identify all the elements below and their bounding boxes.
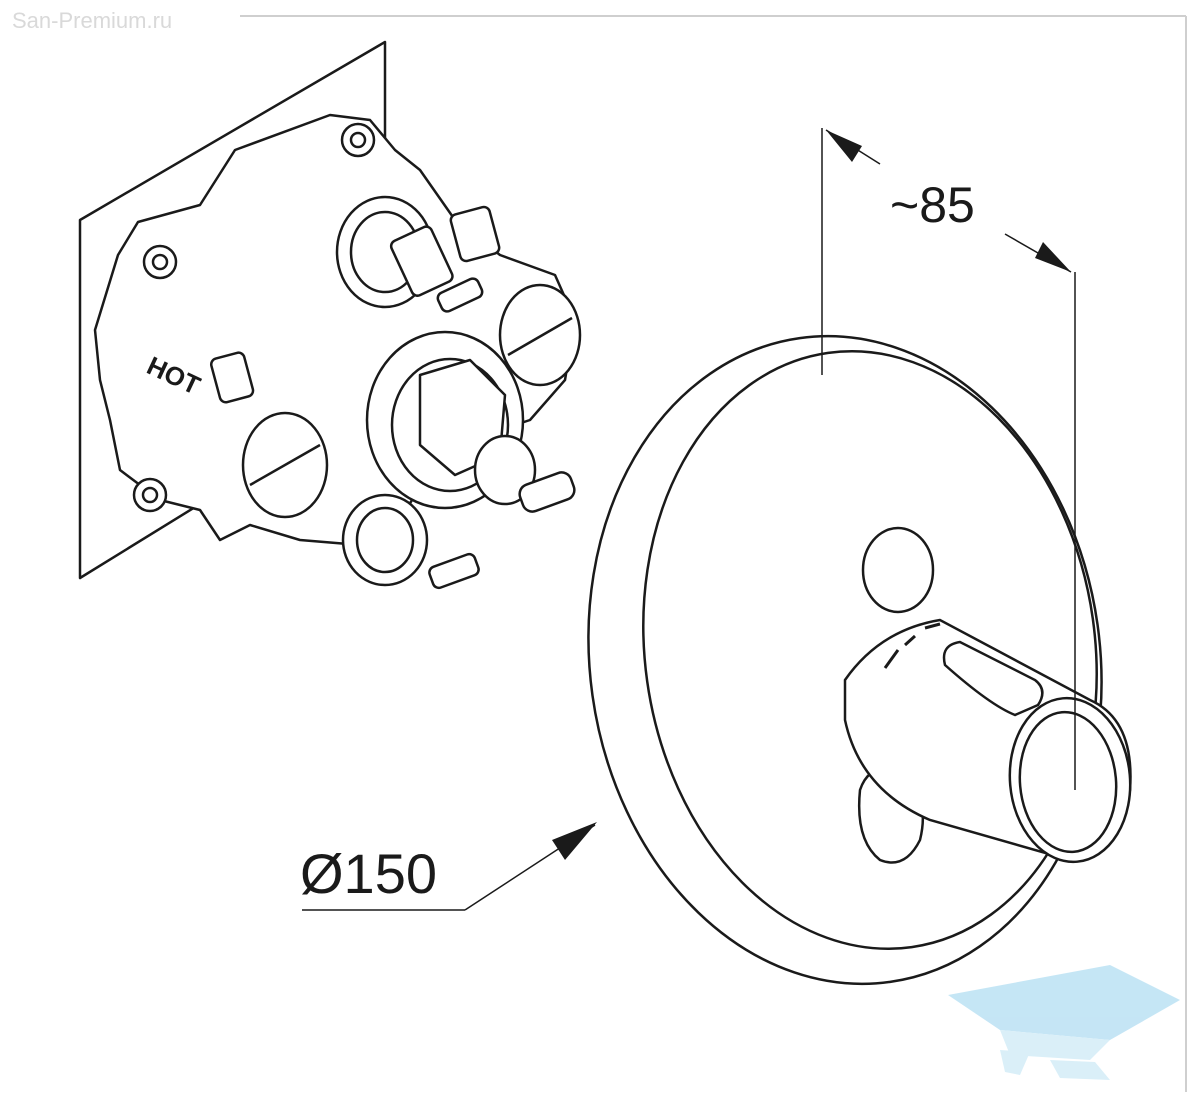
diverter-hole <box>861 526 935 614</box>
knob-scale-marks <box>883 622 941 669</box>
cartridge-spindle <box>518 471 576 513</box>
knob-pointer <box>942 640 1044 717</box>
lower-spindle <box>428 552 480 590</box>
arrowhead-right <box>1035 242 1071 272</box>
depth-label: ~85 <box>890 177 975 233</box>
watermark-site-text: San-Premium.ru <box>12 8 173 33</box>
trim-plate-assembly <box>587 334 1132 986</box>
page-frame <box>240 15 1187 1092</box>
diameter-dimension: Ø150 <box>300 822 597 911</box>
arrowhead-left <box>826 130 862 162</box>
right-screw-plug <box>498 283 582 387</box>
diameter-label: Ø150 <box>300 842 437 905</box>
valve-body-assembly: HOT <box>78 40 582 590</box>
depth-dimension: ~85 <box>821 128 1076 790</box>
leader-arrowhead <box>552 822 597 860</box>
upper-spindle <box>436 277 484 313</box>
mounting-ear-screws <box>132 122 376 513</box>
bathtub-logo-icon <box>948 965 1180 1080</box>
